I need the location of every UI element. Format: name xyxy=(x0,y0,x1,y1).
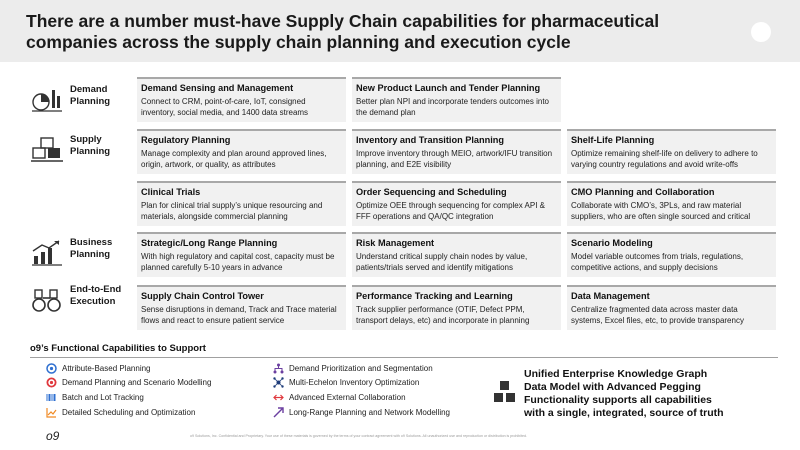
card-description: Understand critical supply chain nodes b… xyxy=(356,252,528,272)
category-end-to-end-execution: End-to-End Execution xyxy=(30,284,135,318)
card-inventory-transition[interactable]: Inventory and Transition Planning Improv… xyxy=(352,129,561,174)
supply-planning-icon xyxy=(31,137,63,162)
card-regulatory-planning[interactable]: Regulatory Planning Manage complexity an… xyxy=(137,129,346,174)
attribute-planning-icon xyxy=(46,363,57,374)
schedule-chart-icon xyxy=(46,408,57,418)
barcode-icon xyxy=(46,394,56,401)
target-icon xyxy=(46,377,57,388)
card-description: Sense disruptions in demand, Track and T… xyxy=(141,305,337,325)
card-description: Model variable outcomes from trials, reg… xyxy=(571,252,744,272)
binoculars-icon xyxy=(32,289,61,312)
long-range-icon xyxy=(273,407,284,418)
card-title: Order Sequencing and Scheduling xyxy=(356,187,507,197)
card-order-sequencing[interactable]: Order Sequencing and Scheduling Optimize… xyxy=(352,181,561,226)
card-description: With high regulatory and capital cost, c… xyxy=(141,252,335,272)
card-data-management[interactable]: Data Management Centralize fragmented da… xyxy=(567,285,776,330)
footer-disclaimer: o9 Solutions, Inc. Confidential and Prop… xyxy=(190,434,527,438)
functional-capabilities-heading: o9’s Functional Capabilities to Support xyxy=(30,343,206,354)
network-icon xyxy=(273,377,284,388)
legend-label: Batch and Lot Tracking xyxy=(62,393,144,402)
category-business-planning: Business Planning xyxy=(30,237,135,271)
card-title: Inventory and Transition Planning xyxy=(356,135,505,145)
legend-label: Demand Planning and Scenario Modelling xyxy=(62,378,212,387)
card-demand-sensing[interactable]: Demand Sensing and Management Connect to… xyxy=(137,77,346,122)
card-description: Plan for clinical trial supply’s unique … xyxy=(141,201,323,221)
card-description: Improve inventory through MEIO, artwork/… xyxy=(356,149,553,169)
hierarchy-icon xyxy=(273,363,284,374)
card-title: Regulatory Planning xyxy=(141,135,231,145)
category-label: Business Planning xyxy=(70,237,113,260)
card-title: Shelf-Life Planning xyxy=(571,135,655,145)
business-planning-icon xyxy=(32,240,62,266)
card-clinical-trials[interactable]: Clinical Trials Plan for clinical trial … xyxy=(137,181,346,226)
legend-label: Multi-Echelon Inventory Optimization xyxy=(289,378,420,387)
exchange-arrows-icon xyxy=(273,394,284,401)
page-title: There are a number must-have Supply Chai… xyxy=(26,11,660,52)
o9-logo: o9 xyxy=(46,429,60,443)
category-supply-planning: Supply Planning xyxy=(30,134,135,168)
header-band: There are a number must-have Supply Chai… xyxy=(0,0,800,62)
card-title: Demand Sensing and Management xyxy=(141,83,294,93)
unified-line: Functionality supports all capabilities xyxy=(524,394,712,406)
category-label: End-to-End Execution xyxy=(70,284,122,307)
card-description: Optimize OEE through sequencing for comp… xyxy=(356,201,545,221)
card-description: Centralize fragmented data across master… xyxy=(571,305,744,325)
card-title: Supply Chain Control Tower xyxy=(141,291,264,301)
card-scenario-modeling[interactable]: Scenario Modeling Model variable outcome… xyxy=(567,232,776,277)
card-risk-management[interactable]: Risk Management Understand critical supp… xyxy=(352,232,561,277)
card-new-product-launch[interactable]: New Product Launch and Tender Planning B… xyxy=(352,77,561,122)
unified-knowledge-graph-text: Unified Enterprise Knowledge Graph Data … xyxy=(524,368,774,420)
demand-planning-icon xyxy=(32,90,62,112)
header-circle xyxy=(751,22,771,42)
card-description: Manage complexity and plan around approv… xyxy=(141,149,327,169)
card-title: Performance Tracking and Learning xyxy=(356,291,513,301)
category-demand-planning: Demand Planning xyxy=(30,84,135,118)
card-shelf-life[interactable]: Shelf-Life Planning Optimize remaining s… xyxy=(567,129,776,174)
unified-line: Data Model with Advanced Pegging xyxy=(524,381,701,393)
card-title: New Product Launch and Tender Planning xyxy=(356,83,541,93)
card-description: Connect to CRM, point-of-care, IoT, cons… xyxy=(141,97,309,117)
category-label: Demand Planning xyxy=(70,84,111,107)
card-description: Collaborate with CMO’s, 3PLs, and raw ma… xyxy=(571,201,751,221)
card-description: Better plan NPI and incorporate tenders … xyxy=(356,97,549,117)
card-description: Optimize remaining shelf-life on deliver… xyxy=(571,149,758,169)
divider xyxy=(30,357,778,358)
unified-line: with a single, integrated, source of tru… xyxy=(524,407,724,419)
card-strategic-planning[interactable]: Strategic/Long Range Planning With high … xyxy=(137,232,346,277)
legend-label: Detailed Scheduling and Optimization xyxy=(62,408,196,417)
legend-label: Advanced External Collaboration xyxy=(289,393,406,402)
card-control-tower[interactable]: Supply Chain Control Tower Sense disrupt… xyxy=(137,285,346,330)
card-title: Scenario Modeling xyxy=(571,238,653,248)
unified-line: Unified Enterprise Knowledge Graph xyxy=(524,368,708,380)
card-title: Risk Management xyxy=(356,238,435,248)
card-title: Strategic/Long Range Planning xyxy=(141,238,278,248)
card-title: Clinical Trials xyxy=(141,187,201,197)
legend-label: Attribute-Based Planning xyxy=(62,364,151,373)
card-description: Track supplier performance (OTIF, Defect… xyxy=(356,305,530,325)
card-performance-tracking[interactable]: Performance Tracking and Learning Track … xyxy=(352,285,561,330)
legend-label: Demand Prioritization and Segmentation xyxy=(289,364,433,373)
cubes-icon xyxy=(494,381,515,402)
legend-label: Long-Range Planning and Network Modellin… xyxy=(289,408,450,417)
card-cmo-planning[interactable]: CMO Planning and Collaboration Collabora… xyxy=(567,181,776,226)
card-title: CMO Planning and Collaboration xyxy=(571,187,715,197)
category-label: Supply Planning xyxy=(70,134,111,157)
card-title: Data Management xyxy=(571,291,650,301)
